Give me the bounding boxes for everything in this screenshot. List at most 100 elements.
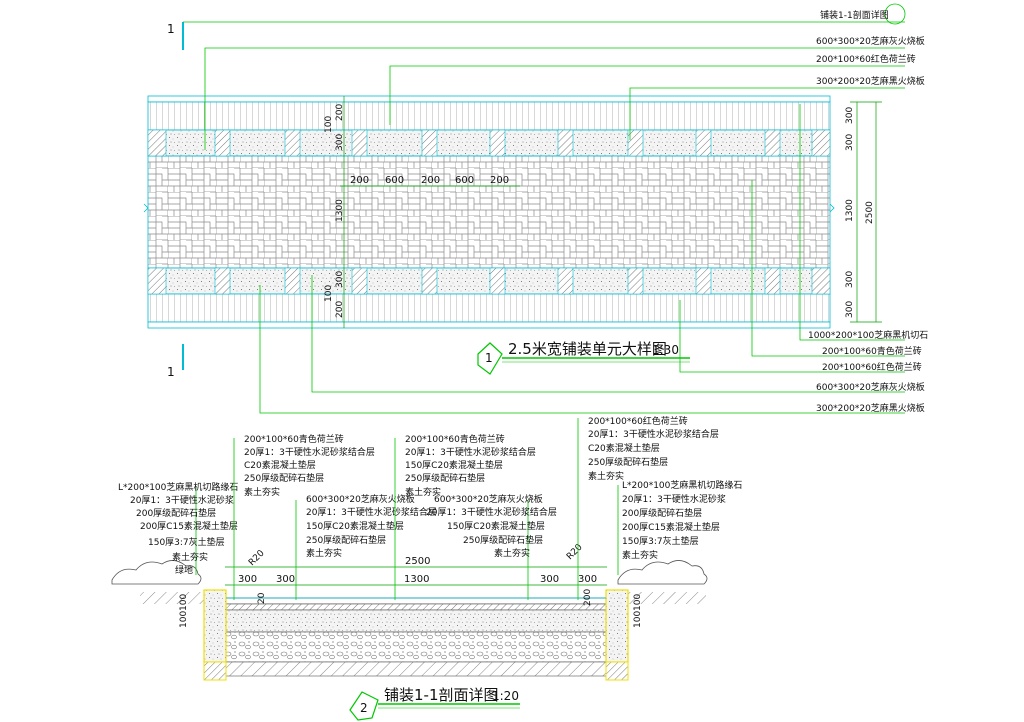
- mortar-layer: [225, 603, 607, 611]
- shrub-left: [111, 560, 202, 585]
- svg-text:100: 100: [324, 116, 334, 133]
- break-marks: [143, 203, 835, 213]
- stone-band-bottom: [147, 267, 831, 295]
- svg-text:150厚3:7灰土垫层: 150厚3:7灰土垫层: [148, 536, 225, 548]
- svg-text:20厚1：3干硬性水泥砂浆结合层: 20厚1：3干硬性水泥砂浆结合层: [306, 506, 437, 518]
- svg-text:600*300*20芝麻灰火烧板: 600*300*20芝麻灰火烧板: [306, 493, 415, 505]
- svg-text:20厚1：3干硬性水泥砂浆: 20厚1：3干硬性水泥砂浆: [622, 493, 726, 505]
- svg-text:200厚级配碎石垫层: 200厚级配碎石垫层: [136, 507, 216, 519]
- plan-label-bottom-4: 300*200*20芝麻黑火烧板: [816, 402, 925, 414]
- ground-right: [626, 592, 706, 604]
- svg-text:200: 200: [335, 301, 345, 318]
- plan-scale: 1:30: [652, 343, 679, 357]
- section-right-labels: L*200*100芝麻黑机切路缘石 20厚1：3干硬性水泥砂浆 200厚级配碎石…: [617, 479, 742, 575]
- svg-text:素土夯实: 素土夯实: [494, 547, 530, 559]
- radius-left: R20: [247, 548, 267, 568]
- plan-title-block: 1 2.5米宽铺装单元大样图 1:30: [477, 340, 690, 375]
- plan-label-top-0: 铺装1-1剖面详图: [820, 9, 889, 21]
- svg-text:200*100*60红色荷兰砖: 200*100*60红色荷兰砖: [588, 415, 688, 427]
- plan-label-bottom-3: 600*300*20芝麻灰火烧板: [816, 381, 925, 393]
- curb-base-right: [605, 661, 629, 681]
- svg-text:300: 300: [845, 134, 855, 151]
- section-col3-labels: 200*100*60青色荷兰砖 20厚1：3干硬性水泥砂浆结合层 150厚C20…: [394, 433, 536, 600]
- svg-text:300: 300: [540, 574, 559, 585]
- svg-text:150厚3:7灰土垫层: 150厚3:7灰土垫层: [622, 535, 699, 547]
- svg-text:150厚C20素混凝土垫层: 150厚C20素混凝土垫层: [447, 520, 545, 532]
- section-dim-total: 2500: [405, 556, 430, 567]
- section-left-labels: L*200*100芝麻黑机切路缘石 20厚1：3干硬性水泥砂浆 200厚级配碎石…: [118, 481, 238, 576]
- gravel-layer: [225, 631, 607, 663]
- plan-label-bottom-0: 1000*200*100芝麻黑机切石: [808, 329, 928, 341]
- curb-right: [605, 589, 629, 663]
- section-col1-labels: 200*100*60青色荷兰砖 20厚1：3干硬性水泥砂浆结合层 C20素混凝土…: [233, 433, 375, 600]
- stone-band-joints: [147, 129, 831, 295]
- svg-text:20: 20: [257, 592, 267, 604]
- plan-top-leaders: [183, 3, 906, 150]
- plan-title: 2.5米宽铺装单元大样图: [508, 340, 667, 358]
- section-mark-bottom: 1: [167, 365, 175, 379]
- plan-label-bottom-2: 200*100*60红色荷兰砖: [822, 361, 922, 373]
- svg-text:600*300*20芝麻灰火烧板: 600*300*20芝麻灰火烧板: [434, 493, 543, 505]
- plan-left-dims: 200 100 300 1300 300 100 200: [324, 96, 345, 328]
- stone-band-top: [147, 129, 831, 157]
- ground-left: [140, 592, 210, 604]
- brick-band-bottom: [147, 293, 831, 323]
- svg-text:20厚1：3干硬性水泥砂浆结合层: 20厚1：3干硬性水泥砂浆结合层: [588, 428, 719, 440]
- svg-text:150厚C20素混凝土垫层: 150厚C20素混凝土垫层: [405, 459, 503, 471]
- svg-text:300: 300: [845, 301, 855, 318]
- svg-text:250厚级配碎石垫层: 250厚级配碎石垫层: [405, 472, 485, 484]
- shrub-right: [617, 560, 708, 585]
- plan-label-bottom-1: 200*100*60青色荷兰砖: [822, 345, 922, 357]
- svg-text:素土夯实: 素土夯实: [405, 486, 441, 498]
- plan-right-dims: 300 300 1300 300 300 2500: [845, 101, 882, 323]
- svg-text:150厚C20素混凝土垫层: 150厚C20素混凝土垫层: [306, 520, 404, 532]
- edge-strip-bottom: [147, 321, 831, 329]
- svg-text:2: 2: [360, 701, 368, 715]
- svg-text:300: 300: [335, 271, 345, 288]
- svg-text:1300: 1300: [404, 574, 429, 585]
- radius-right: R20: [565, 542, 585, 562]
- svg-text:200厚C15素混凝土垫层: 200厚C15素混凝土垫层: [622, 521, 720, 533]
- plan-inner-dims: 200 600 200 600 200: [340, 175, 520, 187]
- svg-text:2500: 2500: [865, 201, 875, 224]
- svg-text:素土夯实: 素土夯实: [244, 486, 280, 498]
- svg-text:300: 300: [845, 107, 855, 124]
- svg-text:300: 300: [276, 574, 295, 585]
- svg-text:200: 200: [490, 175, 509, 186]
- svg-text:250厚级配碎石垫层: 250厚级配碎石垫层: [306, 534, 386, 546]
- section-title-block: 2 铺装1-1剖面详图 1:20: [349, 686, 520, 721]
- svg-text:200厚C15素混凝土垫层: 200厚C15素混凝土垫层: [140, 520, 238, 532]
- section-title: 铺装1-1剖面详图: [384, 686, 499, 704]
- svg-text:C20素混凝土垫层: C20素混凝土垫层: [244, 459, 316, 471]
- svg-text:300: 300: [335, 134, 345, 151]
- svg-text:200*100*60青色荷兰砖: 200*100*60青色荷兰砖: [405, 433, 505, 445]
- svg-text:200厚级配碎石垫层: 200厚级配碎石垫层: [622, 507, 702, 519]
- svg-text:300: 300: [845, 271, 855, 288]
- curb-left: [203, 589, 227, 663]
- curb-base-left: [203, 661, 227, 681]
- section-col2-labels: 600*300*20芝麻灰火烧板 20厚1：3干硬性水泥砂浆结合层 150厚C2…: [295, 493, 437, 600]
- svg-text:100: 100: [633, 594, 643, 611]
- soil-layer: [213, 661, 619, 677]
- svg-text:200: 200: [583, 589, 593, 606]
- section-scale: 1:20: [492, 689, 519, 703]
- svg-text:1300: 1300: [335, 199, 345, 222]
- svg-text:250厚级配碎石垫层: 250厚级配碎石垫层: [244, 472, 324, 484]
- svg-text:绿地: 绿地: [175, 564, 193, 576]
- svg-text:20厚1：3干硬性水泥砂浆: 20厚1：3干硬性水泥砂浆: [130, 494, 234, 506]
- svg-text:100: 100: [179, 611, 189, 628]
- section-mark-top: 1: [167, 22, 175, 36]
- plan-label-top-3: 300*200*20芝麻黑火烧板: [816, 75, 925, 87]
- svg-text:1300: 1300: [845, 199, 855, 222]
- svg-text:L*200*100芝麻黑机切路缘石: L*200*100芝麻黑机切路缘石: [118, 481, 238, 493]
- section-col5-labels: 200*100*60红色荷兰砖 20厚1：3干硬性水泥砂浆结合层 C20素混凝土…: [577, 415, 719, 600]
- svg-text:20厚1：3干硬性水泥砂浆结合层: 20厚1：3干硬性水泥砂浆结合层: [244, 446, 375, 458]
- svg-text:素土夯实: 素土夯实: [622, 549, 658, 561]
- section-col4-labels: 600*300*20芝麻灰火烧板 20厚1：3干硬性水泥砂浆结合层 150厚C2…: [426, 493, 557, 600]
- svg-text:600: 600: [455, 175, 474, 186]
- svg-text:300: 300: [578, 574, 597, 585]
- plan-bottom-leaders: [259, 104, 905, 414]
- plan-label-top-2: 200*100*60红色荷兰砖: [816, 53, 916, 65]
- svg-text:250厚级配碎石垫层: 250厚级配碎石垫层: [588, 456, 668, 468]
- svg-text:20厚1：3干硬性水泥砂浆结合层: 20厚1：3干硬性水泥砂浆结合层: [426, 506, 557, 518]
